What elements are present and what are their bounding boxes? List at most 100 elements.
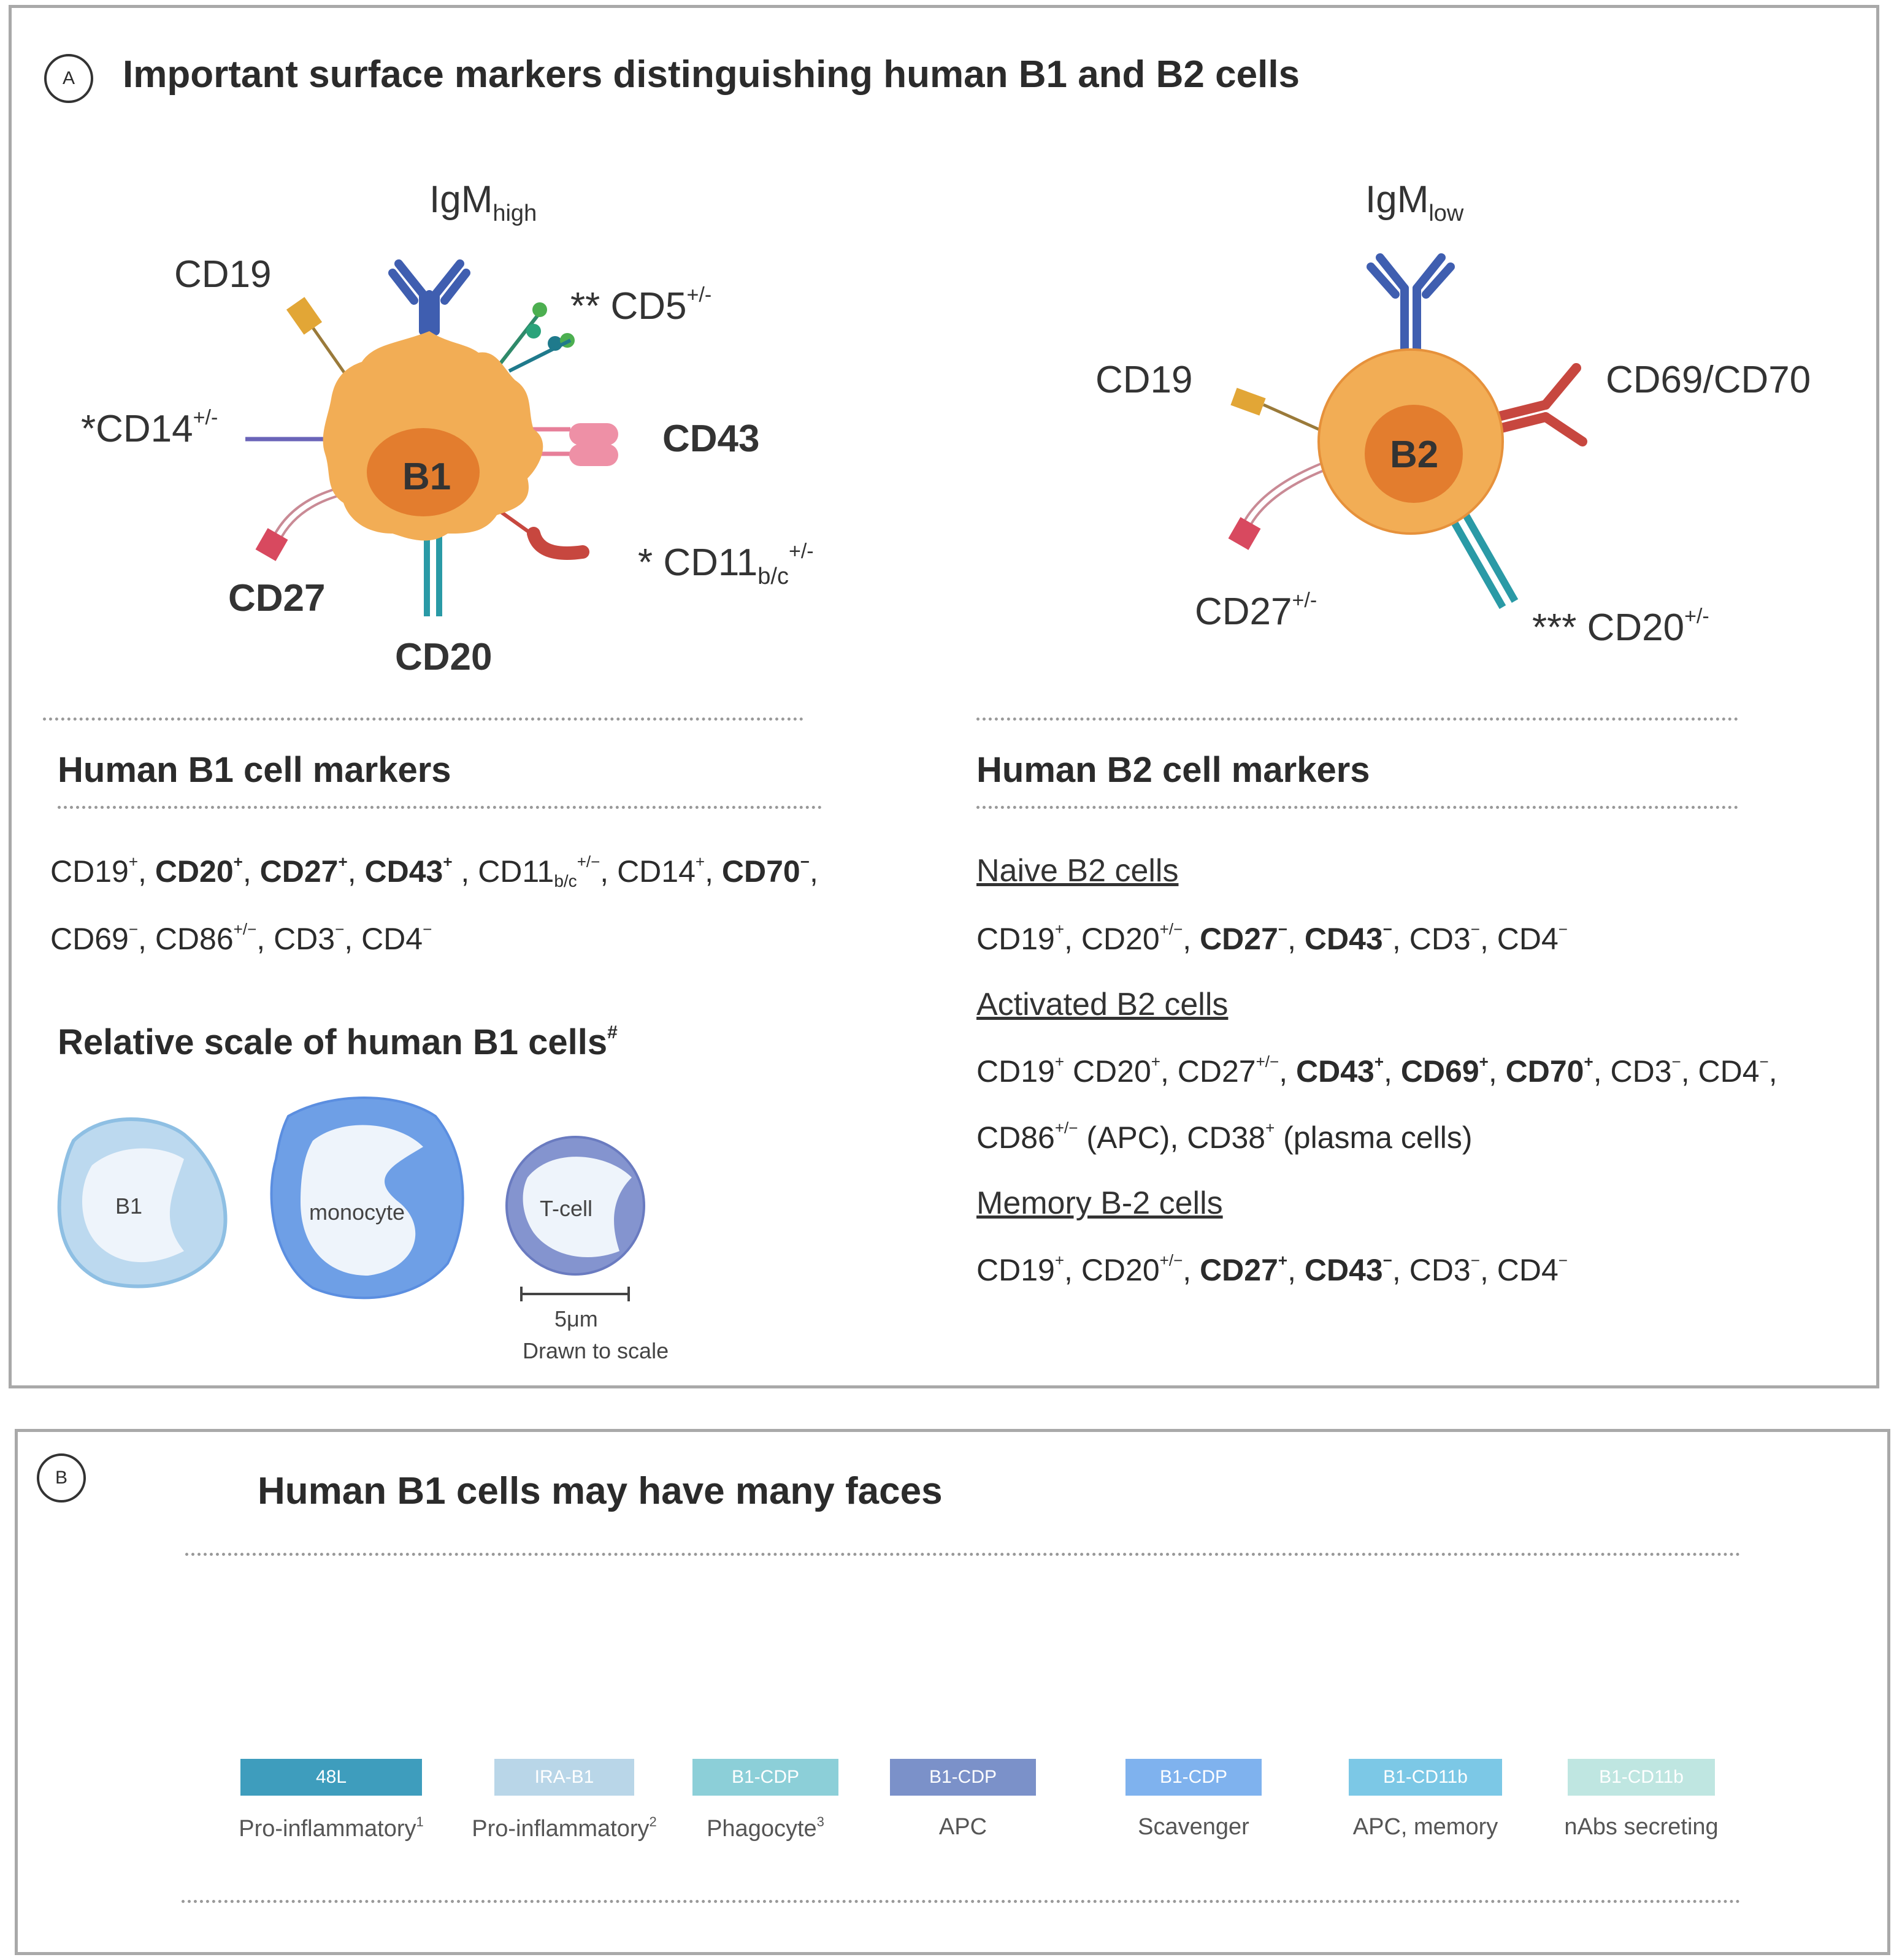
memory-b2-title: Memory B-2 cells	[976, 1185, 1223, 1221]
b1-cell-diagram	[245, 259, 618, 616]
b1-cd11-receptor	[496, 507, 589, 560]
b1-nucleus-label: B1	[402, 456, 451, 498]
marker-cd43: CD43−	[1304, 920, 1392, 956]
face-caption-0: Pro-inflammatory1	[239, 1814, 424, 1842]
marker-cd11: CD11b/c+/−	[478, 852, 600, 890]
marker-cd4: CD4−	[1497, 1251, 1568, 1287]
marker-cd4: CD4−	[1698, 1052, 1769, 1089]
marker-cd27: CD27+/−	[1177, 1052, 1279, 1089]
scale-label-tcell: T-cell	[540, 1196, 593, 1221]
face-caption-3: APC	[938, 1814, 987, 1840]
panel-a-title: Important surface markers distinguishing…	[123, 53, 1300, 96]
marker-cd3: CD3−	[1610, 1052, 1681, 1089]
b2-cell-diagram	[1228, 253, 1587, 609]
b1-igm-label: IgMhigh	[429, 178, 537, 226]
marker-cd3: CD3−	[1409, 1251, 1480, 1287]
marker-cd27: CD27−	[1200, 920, 1288, 956]
face-bar-6: B1-CD11b	[1568, 1759, 1715, 1796]
b1-markers-line2: CD69−, CD86+/−, CD3−, CD4−	[50, 920, 432, 956]
marker-cd20: CD20+/−	[1081, 1251, 1183, 1287]
b1-cd20-receptor	[424, 527, 442, 616]
marker-cd20: CD20+	[1072, 1052, 1160, 1089]
face-bar-3: B1-CDP	[890, 1759, 1036, 1796]
b1-markers-heading: Human B1 cell markers	[58, 750, 451, 790]
divider-b2-top	[976, 718, 1738, 721]
b2-cd19-label: CD19	[1095, 359, 1193, 401]
face-bar-5: B1-CD11b	[1349, 1759, 1502, 1796]
b1-igm-antibody	[388, 259, 470, 335]
divider-b1-heading	[58, 806, 822, 809]
marker-cd38: CD38+	[1187, 1119, 1275, 1155]
face-caption-4: Scavenger	[1138, 1814, 1249, 1840]
marker-cd70: CD70+	[1505, 1052, 1593, 1089]
face-caption-5: APC, memory	[1352, 1814, 1498, 1840]
naive-b2-markers: CD19+, CD20+/−, CD27−, CD43−, CD3−, CD4−	[976, 920, 1568, 956]
relative-scale-heading: Relative scale of human B1 cells#	[58, 1022, 618, 1062]
b1-cd20-label: CD20	[395, 636, 493, 678]
b2-nucleus-label: B2	[1390, 434, 1439, 476]
b1-markers-line1: CD19+, CD20+, CD27+, CD43+ , CD11b/c+/−,…	[50, 852, 818, 890]
scale-cells	[57, 1097, 645, 1301]
b1-cd11-label: * CD11b/c+/-	[638, 540, 814, 589]
face-bar-0: 48L	[240, 1759, 422, 1796]
b2-igm-label: IgMlow	[1365, 178, 1464, 226]
marker-cd4: CD4−	[1497, 920, 1568, 956]
marker-cd27: CD27+	[259, 852, 348, 889]
marker-cd69: CD69−	[50, 920, 139, 956]
marker-cd19: CD19+	[976, 920, 1065, 956]
marker-cd20: CD20+/−	[1081, 920, 1183, 956]
scale-label-monocyte: monocyte	[309, 1200, 405, 1225]
activated-b2-markers-2: CD86+/− (APC), CD38+ (plasma cells)	[976, 1119, 1473, 1155]
b2-cd27-label: CD27+/-	[1195, 589, 1317, 633]
panel-b-title: Human B1 cells may have many faces	[258, 1470, 943, 1512]
marker-cd69: CD69+	[1400, 1052, 1489, 1089]
b2-cd20-receptor	[1450, 513, 1519, 609]
marker-cd43: CD43+	[364, 852, 453, 889]
face-caption-2: Phagocyte3	[707, 1814, 824, 1842]
b2-nucleus	[1365, 405, 1463, 503]
b2-igm-antibody	[1367, 253, 1455, 354]
marker-cd19: CD19+	[976, 1251, 1065, 1287]
marker-cd3: CD3−	[274, 920, 345, 956]
b2-cd20-label: *** CD20+/-	[1532, 605, 1709, 649]
b1-nucleus	[367, 428, 480, 516]
b2-cd69-cd70-receptor	[1492, 363, 1587, 446]
b1-cd43-label: CD43	[662, 418, 760, 460]
marker-cd19: CD19+	[976, 1052, 1065, 1089]
marker-cd86: CD86+/−	[155, 920, 257, 956]
b2-markers-heading: Human B2 cell markers	[976, 750, 1370, 790]
activated-b2-markers-1: CD19+ CD20+, CD27+/−, CD43+, CD69+, CD70…	[976, 1052, 1777, 1089]
divider-b1-top	[43, 718, 803, 721]
scale-note: Drawn to scale	[523, 1338, 669, 1363]
panel-b-letter: B	[37, 1453, 86, 1503]
activated-b2-title: Activated B2 cells	[976, 987, 1229, 1022]
divider-faces-top	[185, 1553, 1741, 1556]
b1-cd27-label: CD27	[228, 577, 326, 619]
panel-b	[15, 1429, 1890, 1955]
marker-cd3: CD3−	[1409, 920, 1480, 956]
memory-b2-markers: CD19+, CD20+/−, CD27+, CD43−, CD3−, CD4−	[976, 1251, 1568, 1287]
b1-cd27-receptor	[255, 486, 345, 561]
marker-cd43: CD43−	[1304, 1251, 1392, 1287]
b2-cd69-cd70-label: CD69/CD70	[1606, 359, 1811, 401]
marker-cd27: CD27+	[1200, 1251, 1288, 1287]
marker-cd43: CD43+	[1296, 1052, 1384, 1089]
naive-b2-title: Naive B2 cells	[976, 853, 1179, 889]
divider-faces-bottom	[182, 1900, 1741, 1903]
face-bar-2: B1-CDP	[692, 1759, 838, 1796]
b2-cd19-receptor	[1230, 388, 1320, 431]
marker-cd70: CD70−	[721, 852, 810, 889]
marker-cd86: CD86+/−	[976, 1119, 1078, 1155]
face-caption-1: Pro-inflammatory2	[472, 1814, 657, 1842]
marker-cd19: CD19+	[50, 852, 139, 889]
marker-cd14: CD14+	[617, 852, 705, 889]
b1-cd14-label: *CD14+/-	[81, 406, 218, 450]
marker-cd4: CD4−	[361, 920, 432, 956]
scale-value: 5μm	[554, 1306, 598, 1331]
marker-cd20: CD20+	[155, 852, 243, 889]
divider-b2-heading	[976, 806, 1738, 809]
b1-cd5-label: ** CD5+/-	[570, 283, 712, 327]
b2-cd27-receptor	[1228, 461, 1327, 550]
face-caption-6: nAbs secreting	[1564, 1814, 1719, 1840]
scale-label-b1: B1	[115, 1193, 143, 1219]
